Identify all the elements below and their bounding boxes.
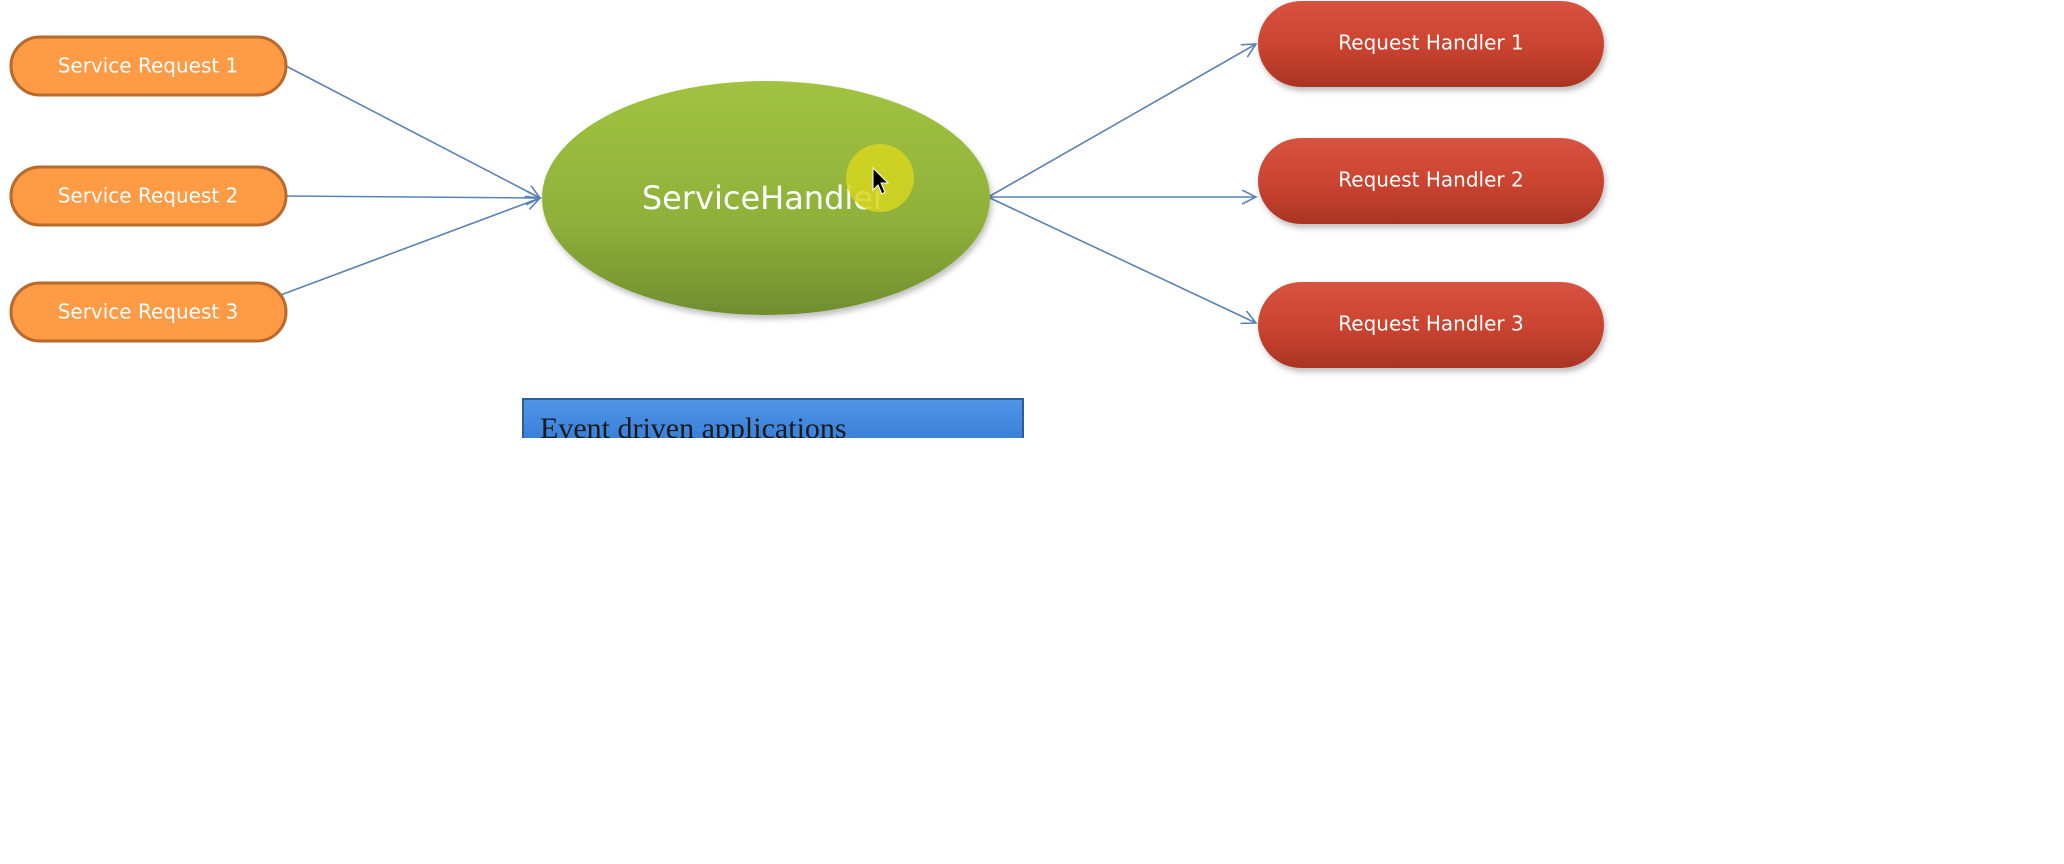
request-handler-1-label: Request Handler 1 (1338, 31, 1523, 55)
request-handler-2-label: Request Handler 2 (1338, 168, 1523, 192)
cursor (846, 144, 914, 212)
service-request-3-label: Service Request 3 (58, 300, 239, 324)
request-handler-3: Request Handler 3 (1258, 282, 1604, 368)
caption-text: Event driven applications (540, 412, 847, 438)
service-request-1-label: Service Request 1 (58, 54, 239, 78)
arrow-handler-to-request-handler-3 (989, 197, 1256, 323)
mouse-pointer-icon (872, 166, 890, 195)
caption-box: Event driven applications (522, 398, 1024, 438)
service-handler-label: ServiceHandler (642, 179, 887, 217)
request-handler-3-label: Request Handler 3 (1338, 312, 1523, 336)
service-request-1: Service Request 1 (9, 35, 288, 97)
arrow-handler-to-request-handler-1 (989, 44, 1256, 197)
service-request-2-label: Service Request 2 (58, 184, 239, 208)
arrow-request-3-to-handler (277, 198, 540, 297)
request-handler-2: Request Handler 2 (1258, 138, 1604, 224)
service-request-3: Service Request 3 (9, 281, 288, 343)
service-request-2: Service Request 2 (9, 165, 288, 227)
request-handler-1: Request Handler 1 (1258, 1, 1604, 87)
arrow-request-2-to-handler (285, 196, 540, 198)
arrow-request-1-to-handler (285, 65, 540, 198)
service-handler: ServiceHandler (542, 81, 990, 315)
